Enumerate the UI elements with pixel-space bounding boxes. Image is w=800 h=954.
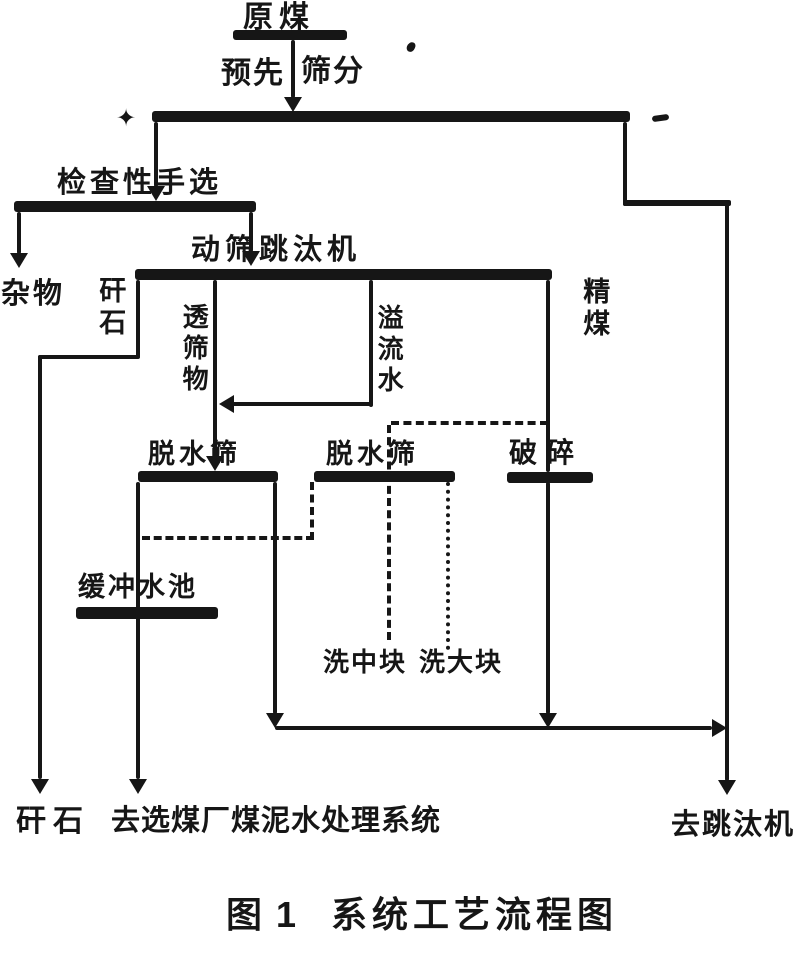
flow-dashed-washed-medium bbox=[387, 425, 391, 640]
label-pre-screen-right: 筛分 bbox=[301, 55, 365, 88]
flow-rawcoal-to-prescreen bbox=[291, 40, 295, 98]
bar-raw-coal bbox=[233, 30, 347, 40]
label-buffer-pool: 缓冲水池 bbox=[78, 572, 198, 602]
bar-pre-screening bbox=[152, 111, 630, 122]
label-washed-large-lump: 洗大块 bbox=[419, 647, 504, 677]
label-undersize: 透筛物 bbox=[179, 303, 210, 396]
label-to-jig-output: 去跳汰机 bbox=[671, 809, 796, 841]
label-clean-coal: 精煤 bbox=[579, 277, 610, 341]
arrow-right-collector bbox=[712, 719, 727, 737]
label-debris: 杂物 bbox=[1, 278, 66, 310]
label-washed-medium-lump: 洗中块 bbox=[323, 647, 408, 677]
scan-star-artifact: ✦ bbox=[116, 105, 137, 132]
flow-dashed-screen-to-pool-horizontal bbox=[142, 536, 314, 540]
flow-gangue-to-bottom bbox=[38, 355, 42, 779]
flow-overflow-drop bbox=[369, 280, 373, 407]
arrow-down-to-jig-out bbox=[718, 780, 736, 795]
bar-hand-pick bbox=[14, 201, 256, 212]
arrow-down-screen-out bbox=[266, 713, 284, 728]
label-dewater-screen-left: 脱水筛 bbox=[148, 439, 241, 469]
flow-jig-gangue-drop bbox=[136, 280, 140, 358]
bar-dewater-screen-right bbox=[314, 471, 455, 482]
label-slime-water-system-output: 去选煤厂煤泥水处理系统 bbox=[111, 805, 442, 837]
arrow-down-slime-out bbox=[129, 779, 147, 794]
label-hand-pick: 检查性手选 bbox=[57, 167, 223, 199]
arrow-down-prescreen bbox=[284, 97, 302, 112]
flow-cleancoal-corner-vertical bbox=[623, 122, 627, 206]
label-gangue-output: 矸石 bbox=[16, 805, 90, 838]
label-overflow-water: 溢流水 bbox=[374, 304, 405, 397]
flow-cleancoal-to-jig-out bbox=[725, 200, 729, 781]
arrow-down-gangue-out bbox=[31, 779, 49, 794]
label-raw-coal: 原煤 bbox=[243, 1, 315, 34]
label-pre-screen-left: 预先 bbox=[221, 57, 285, 90]
bar-jig bbox=[135, 269, 552, 280]
flow-jig-to-crusher bbox=[546, 280, 550, 472]
arrow-down-crusher-out bbox=[539, 713, 557, 728]
caption-figure-title: 系统工艺流程图 bbox=[331, 894, 619, 935]
flow-screen-to-buffer-pool bbox=[136, 482, 140, 779]
scan-speck-dot bbox=[405, 40, 417, 54]
flow-crusher-to-collector bbox=[546, 482, 550, 714]
arrow-down-debris bbox=[10, 253, 28, 268]
flow-overflow-horizontal bbox=[232, 402, 373, 406]
caption-figure-number: 图 1 bbox=[226, 894, 299, 935]
flow-dotted-washed-large bbox=[446, 482, 450, 650]
bar-dewater-screen-left bbox=[138, 471, 278, 482]
flow-dashed-screen-to-pool-vertical bbox=[310, 482, 314, 540]
flow-collector-line bbox=[275, 726, 712, 730]
arrow-down-jig bbox=[242, 251, 260, 266]
flow-cleancoal-corner-horizontal bbox=[623, 200, 731, 206]
arrow-down-handpick bbox=[147, 186, 165, 201]
flow-undersize-to-screen bbox=[213, 280, 217, 457]
label-gangue-branch: 矸石 bbox=[95, 276, 126, 340]
arrow-left-overflow bbox=[219, 395, 234, 413]
scan-speck-dash bbox=[651, 113, 670, 123]
bar-buffer-pool bbox=[76, 607, 218, 619]
flow-gangue-elbow bbox=[38, 355, 140, 359]
flow-handpick-to-jig bbox=[249, 212, 253, 252]
label-jig: 动筛跳汰机 bbox=[191, 234, 362, 266]
flow-handpick-to-debris bbox=[17, 212, 21, 254]
flow-prescreen-to-handpick bbox=[154, 122, 158, 187]
arrow-down-dewater-left bbox=[206, 456, 224, 471]
bar-crusher bbox=[507, 472, 593, 483]
label-dewater-screen-right: 脱水筛 bbox=[326, 439, 419, 469]
flow-screen-to-collector bbox=[273, 482, 277, 714]
flow-dashed-crusher-to-screen bbox=[391, 421, 548, 425]
label-crusher: 破碎 bbox=[509, 437, 584, 468]
